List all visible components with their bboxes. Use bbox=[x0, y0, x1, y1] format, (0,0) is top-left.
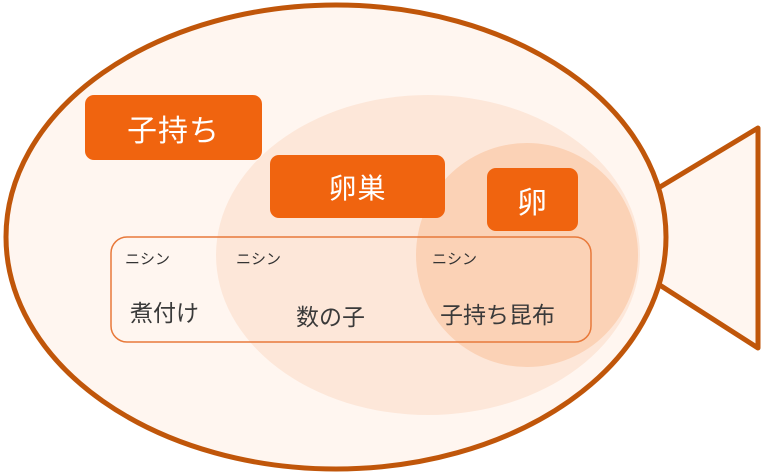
item-3-prefix: ニシン bbox=[432, 250, 478, 268]
label-ransou: 卵巣 bbox=[270, 155, 445, 218]
label-komochi: 子持ち bbox=[85, 95, 262, 160]
item-3-name: 子持ち昆布 bbox=[440, 303, 555, 329]
item-2-name: 数の子 bbox=[296, 305, 365, 331]
egg-region bbox=[416, 143, 638, 367]
items-box bbox=[110, 236, 592, 343]
item-1-name: 煮付け bbox=[130, 301, 199, 327]
item-2-prefix: ニシン bbox=[236, 250, 282, 268]
fish-tail bbox=[652, 125, 761, 351]
item-1-prefix: ニシン bbox=[125, 250, 171, 268]
label-ran: 卵 bbox=[487, 168, 578, 231]
